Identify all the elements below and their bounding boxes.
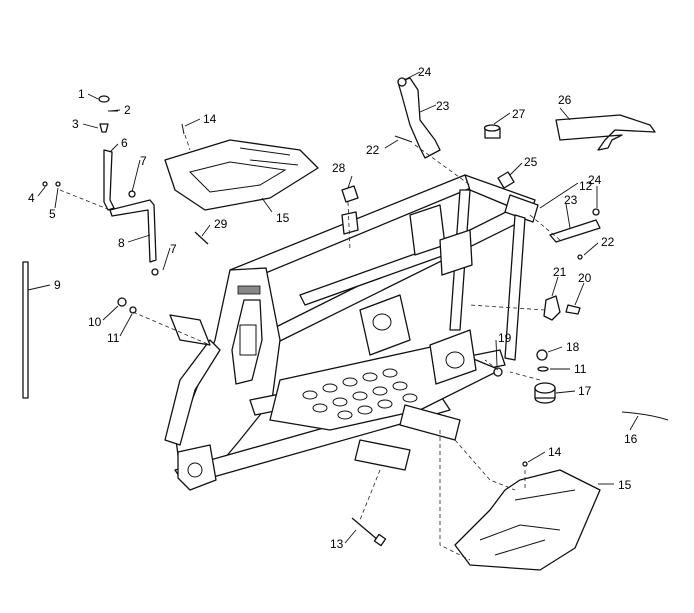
callout-25: 25 xyxy=(524,155,538,169)
pin-29 xyxy=(194,231,209,245)
callout-20: 20 xyxy=(578,271,592,285)
callout-18: 18 xyxy=(566,340,580,354)
grommet-28 xyxy=(341,185,359,203)
callout-16: 16 xyxy=(624,432,638,446)
callout-9: 9 xyxy=(54,278,61,292)
bolt-13 xyxy=(351,517,387,547)
screw-20 xyxy=(565,304,581,315)
callout-19: 19 xyxy=(498,331,512,345)
callout-15b: 15 xyxy=(618,478,632,492)
callout-2: 2 xyxy=(124,103,131,117)
callout-4: 4 xyxy=(28,191,35,205)
alignment-lines xyxy=(59,134,561,561)
nut-24b xyxy=(592,208,600,216)
skid-plate-front xyxy=(354,439,411,471)
callout-29: 29 xyxy=(214,217,228,231)
callout-14a: 14 xyxy=(203,112,217,126)
nut-19 xyxy=(493,367,503,377)
callout-7a: 7 xyxy=(140,154,147,168)
callout-26: 26 xyxy=(558,93,572,107)
bolt-22b xyxy=(577,254,583,260)
callout-8: 8 xyxy=(118,236,125,250)
callout-28: 28 xyxy=(332,161,346,175)
floor-holes xyxy=(302,368,418,420)
callout-3: 3 xyxy=(72,117,79,131)
bushing-28 xyxy=(341,211,359,235)
callout-7b: 7 xyxy=(170,242,177,256)
rod-9 xyxy=(22,261,29,399)
screw-14b xyxy=(522,461,528,467)
part-4 xyxy=(42,181,48,187)
cable-16 xyxy=(621,411,669,421)
callout-23a: 23 xyxy=(436,99,450,113)
bolt-22 xyxy=(394,135,413,143)
main-frame xyxy=(164,174,539,491)
callout-11a: 11 xyxy=(107,331,120,345)
callout-14b: 14 xyxy=(548,445,562,459)
bracket-23 xyxy=(397,77,441,159)
leader-lines xyxy=(27,71,639,544)
callout-24a: 24 xyxy=(418,65,432,79)
callout-27: 27 xyxy=(512,107,526,121)
callout-13: 13 xyxy=(330,537,344,551)
part-6 xyxy=(103,149,115,211)
washer-11 xyxy=(129,306,137,314)
part-3 xyxy=(99,123,109,133)
callout-labels: 1 2 3 4 5 6 7 7 8 9 10 11 11 12 13 14 14… xyxy=(28,65,638,551)
mount-17 xyxy=(534,382,556,404)
callout-17: 17 xyxy=(578,384,592,398)
washer-11b xyxy=(537,366,549,372)
callout-12: 12 xyxy=(579,179,593,193)
grab-bar-26 xyxy=(555,114,656,151)
callout-21: 21 xyxy=(553,265,567,279)
screw-14 xyxy=(181,123,185,135)
callout-10: 10 xyxy=(88,315,102,329)
part-1 xyxy=(98,95,110,103)
bracket-23b xyxy=(549,219,601,243)
part-7b xyxy=(151,268,159,276)
callout-22b: 22 xyxy=(601,235,615,249)
small-parts-left xyxy=(42,95,209,314)
callout-5: 5 xyxy=(49,207,56,221)
footrest-upper xyxy=(164,139,319,211)
small-parts-right xyxy=(341,77,656,467)
callout-15a: 15 xyxy=(276,211,290,225)
callout-1: 1 xyxy=(78,87,85,101)
footrest-lower xyxy=(454,469,601,571)
nut-18 xyxy=(536,349,548,361)
callout-11b: 11 xyxy=(574,362,587,376)
callout-24b: 24 xyxy=(588,173,602,187)
callout-6: 6 xyxy=(121,136,128,150)
part-8 xyxy=(109,199,157,263)
callout-23b: 23 xyxy=(564,193,578,207)
part-5 xyxy=(55,181,61,187)
bracket-21 xyxy=(543,295,561,321)
callout-22a: 22 xyxy=(366,143,380,157)
nut-25 xyxy=(497,171,515,189)
nut-10 xyxy=(117,297,127,307)
